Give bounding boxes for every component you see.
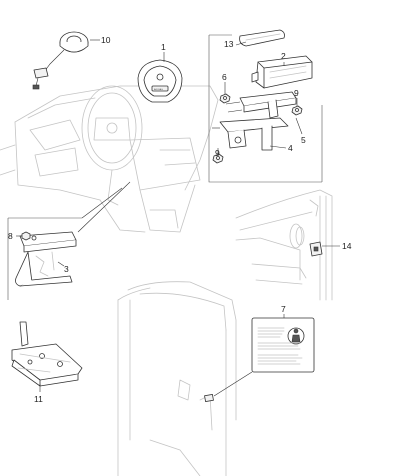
callout-5: 5 bbox=[301, 135, 306, 145]
callout-13: 13 bbox=[224, 39, 234, 49]
nut-part-9-lower bbox=[212, 153, 224, 164]
nut-part-6 bbox=[219, 93, 231, 104]
airbag-mounting-bracket-part bbox=[212, 117, 289, 151]
callout-14: 14 bbox=[342, 241, 352, 251]
callout-6: 6 bbox=[222, 72, 227, 82]
passenger-airbag-group-frame bbox=[208, 34, 323, 183]
airbag-module-label: AIR BAG bbox=[154, 88, 163, 91]
callout-8: 8 bbox=[8, 231, 13, 241]
callout-9-upper: 9 bbox=[294, 88, 299, 98]
side-sensor-part-14 bbox=[309, 241, 323, 257]
callout-11: 11 bbox=[34, 394, 43, 404]
passenger-airbag-cover-part bbox=[239, 29, 285, 47]
callout-7: 7 bbox=[281, 304, 286, 314]
callout-1: 1 bbox=[161, 42, 166, 52]
car-door-ghost bbox=[117, 281, 237, 476]
callout-9-lower: 9 bbox=[215, 148, 220, 158]
leader-dash-to-box-2 bbox=[81, 187, 123, 219]
leader-label-to-door bbox=[213, 371, 253, 397]
callout-leaders bbox=[16, 39, 340, 392]
callout-2: 2 bbox=[281, 51, 286, 61]
side-panel-ghost bbox=[235, 189, 333, 301]
airbag-warning-label-part-7 bbox=[251, 317, 315, 373]
callout-numbers: 10 1 13 2 6 9 5 4 9 8 3 11 7 14 bbox=[8, 35, 352, 404]
control-unit-part-3 bbox=[15, 231, 77, 287]
passenger-airbag-module bbox=[251, 55, 313, 89]
leader-dash-to-box bbox=[77, 181, 131, 233]
nut-part-9-upper bbox=[291, 105, 303, 116]
airbag-bracket-part bbox=[225, 91, 297, 119]
steering-wheel-ghost bbox=[81, 85, 143, 206]
callout-4: 4 bbox=[288, 143, 293, 153]
screw-part-8 bbox=[21, 231, 31, 241]
dashboard-ghost-outline bbox=[0, 85, 219, 233]
callout-3: 3 bbox=[64, 264, 69, 274]
driver-airbag-module: AIR BAG bbox=[137, 59, 183, 103]
mounting-plate-part-11 bbox=[11, 321, 83, 387]
door-label-small bbox=[204, 393, 214, 403]
callout-10: 10 bbox=[101, 35, 111, 45]
side-module-frame bbox=[7, 217, 82, 300]
clock-spring-part bbox=[32, 31, 89, 90]
warning-label-text-lines bbox=[257, 327, 303, 365]
